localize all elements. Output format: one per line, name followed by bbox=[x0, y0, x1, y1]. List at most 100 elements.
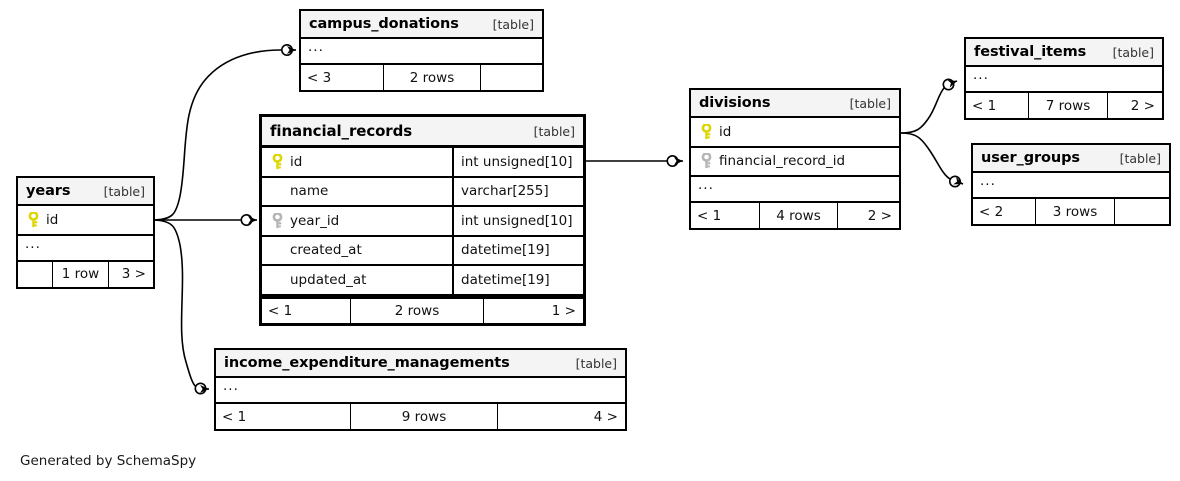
footer-children-count[interactable]: 4 > bbox=[497, 404, 625, 429]
columns-ellipsis: ... bbox=[973, 173, 1169, 199]
column-cell: updated_at bbox=[262, 266, 452, 294]
footer-row-count: 3 rows bbox=[1035, 199, 1114, 224]
column-type: int unsigned[10] bbox=[452, 207, 583, 235]
footer-children-count[interactable]: 1 > bbox=[483, 298, 583, 323]
table-type-tag: [table] bbox=[492, 16, 534, 32]
table-row: id bbox=[691, 118, 899, 148]
footer-parents-count[interactable]: < 3 bbox=[307, 69, 332, 86]
column-cell: id bbox=[262, 148, 452, 176]
table-row: id bbox=[18, 206, 153, 236]
footer-parents-count[interactable]: < 1 bbox=[268, 302, 293, 319]
columns-ellipsis: ... bbox=[301, 39, 542, 65]
table-campus-donations[interactable]: campus_donations [table] ... < 3 2 rows bbox=[299, 9, 544, 92]
table-footer-income-expenditure-managements: < 1 9 rows 4 > bbox=[216, 404, 625, 429]
table-divisions[interactable]: divisions [table] id bbox=[689, 88, 901, 230]
table-financial-records[interactable]: financial_records [table] id int unsigne… bbox=[259, 114, 586, 326]
footer-row-count: 7 rows bbox=[1028, 93, 1107, 118]
edge-divisions-to-user-groups bbox=[900, 132, 964, 188]
edge-years-to-income-expenditure-managements bbox=[154, 219, 209, 395]
edge-years-to-financial-records bbox=[155, 214, 257, 227]
column-type: datetime[19] bbox=[452, 266, 583, 294]
column-name: name bbox=[290, 183, 329, 200]
edge-financial-records-to-divisions bbox=[586, 155, 683, 168]
table-income-expenditure-managements[interactable]: income_expenditure_managements [table] .… bbox=[214, 348, 627, 431]
column-type: varchar[255] bbox=[452, 177, 583, 205]
table-festival-items[interactable]: festival_items [table] ... < 1 7 rows 2 … bbox=[964, 37, 1164, 120]
column-cell: name bbox=[262, 178, 452, 206]
footer-parents-count[interactable]: < 1 bbox=[972, 97, 997, 114]
column-cell: id bbox=[691, 118, 899, 146]
table-header-divisions: divisions [table] bbox=[691, 90, 899, 118]
table-row: updated_at datetime[19] bbox=[262, 266, 583, 296]
table-type-tag: [table] bbox=[103, 183, 145, 199]
table-header-years: years [table] bbox=[18, 178, 153, 206]
table-type-tag: [table] bbox=[575, 355, 617, 371]
table-row: year_id int unsigned[10] bbox=[262, 207, 583, 237]
table-footer-divisions: < 1 4 rows 2 > bbox=[691, 203, 899, 228]
footer-row-count: 9 rows bbox=[350, 404, 497, 429]
footer-row-count: 2 rows bbox=[350, 298, 483, 323]
column-cell: year_id bbox=[262, 207, 452, 235]
foreign-key-icon bbox=[700, 153, 713, 169]
table-title: years bbox=[26, 183, 71, 199]
footer-parents-count[interactable]: < 2 bbox=[979, 203, 1004, 220]
table-title: user_groups bbox=[981, 150, 1080, 166]
column-name: year_id bbox=[290, 212, 340, 229]
table-years[interactable]: years [table] id ... 1 row 3 > bbox=[16, 176, 155, 289]
footer-parents-count[interactable]: < 1 bbox=[222, 408, 247, 425]
table-type-tag: [table] bbox=[1119, 150, 1161, 166]
table-header-campus-donations: campus_donations [table] bbox=[301, 11, 542, 39]
footer-children-count[interactable]: 2 > bbox=[1107, 93, 1162, 118]
table-title: financial_records bbox=[270, 122, 413, 140]
generated-by-credit: Generated by SchemaSpy bbox=[20, 453, 197, 469]
table-header-festival-items: festival_items [table] bbox=[966, 39, 1162, 67]
columns-ellipsis: ... bbox=[691, 177, 899, 203]
primary-key-icon bbox=[27, 211, 40, 228]
footer-row-count: 2 rows bbox=[383, 65, 480, 90]
table-row: id int unsigned[10] bbox=[262, 148, 583, 178]
footer-children-count[interactable] bbox=[480, 65, 542, 90]
footer-children-count[interactable]: 3 > bbox=[108, 261, 153, 287]
table-user-groups[interactable]: user_groups [table] ... < 2 3 rows bbox=[971, 143, 1171, 226]
column-type: int unsigned[10] bbox=[452, 148, 583, 176]
columns-ellipsis: ... bbox=[966, 67, 1162, 93]
foreign-key-icon bbox=[271, 212, 284, 229]
column-cell: id bbox=[18, 206, 153, 234]
table-title: divisions bbox=[699, 95, 771, 111]
table-row: created_at datetime[19] bbox=[262, 236, 583, 266]
edge-divisions-to-festival-items bbox=[900, 78, 958, 134]
footer-children-count[interactable]: 2 > bbox=[837, 203, 899, 228]
column-name: updated_at bbox=[290, 271, 367, 288]
table-type-tag: [table] bbox=[533, 123, 575, 139]
column-cell: created_at bbox=[262, 237, 452, 265]
table-header-financial-records: financial_records [table] bbox=[262, 117, 583, 148]
table-footer-festival-items: < 1 7 rows 2 > bbox=[966, 93, 1162, 118]
columns-ellipsis: ... bbox=[216, 378, 625, 404]
table-title: campus_donations bbox=[309, 16, 459, 32]
primary-key-icon bbox=[700, 123, 713, 140]
table-type-tag: [table] bbox=[1112, 44, 1154, 60]
table-title: income_expenditure_managements bbox=[224, 355, 510, 371]
table-footer-years: 1 row 3 > bbox=[18, 261, 153, 287]
column-cell: financial_record_id bbox=[691, 148, 899, 176]
column-name: financial_record_id bbox=[719, 153, 846, 170]
footer-children-count[interactable] bbox=[1114, 199, 1169, 224]
table-footer-financial-records: < 1 2 rows 1 > bbox=[262, 295, 583, 323]
column-name: created_at bbox=[290, 242, 362, 259]
column-name: id bbox=[290, 153, 303, 170]
table-footer-user-groups: < 2 3 rows bbox=[973, 199, 1169, 224]
table-footer-campus-donations: < 3 2 rows bbox=[301, 65, 542, 90]
table-title: festival_items bbox=[974, 44, 1087, 60]
columns-ellipsis: ... bbox=[18, 236, 153, 262]
footer-row-count: 1 row bbox=[52, 261, 108, 287]
table-type-tag: [table] bbox=[849, 95, 891, 111]
table-row: name varchar[255] bbox=[262, 177, 583, 207]
footer-parents-count[interactable] bbox=[18, 262, 52, 287]
table-header-income-expenditure-managements: income_expenditure_managements [table] bbox=[216, 350, 625, 378]
column-name: id bbox=[46, 211, 59, 228]
footer-parents-count[interactable]: < 1 bbox=[697, 207, 722, 224]
table-row: financial_record_id bbox=[691, 148, 899, 177]
footer-row-count: 4 rows bbox=[759, 203, 837, 228]
table-header-user-groups: user_groups [table] bbox=[973, 145, 1169, 173]
